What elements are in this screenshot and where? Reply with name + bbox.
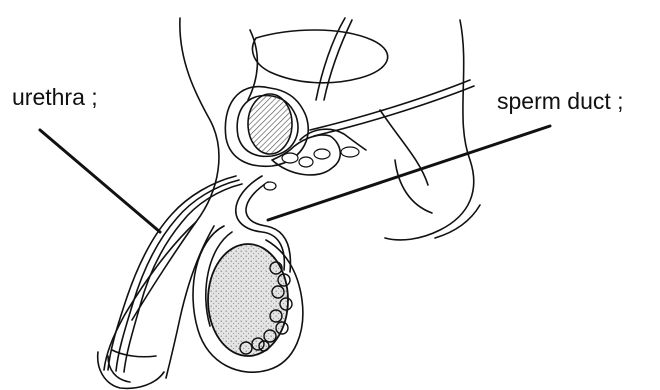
urethra-leader-line (40, 130, 160, 232)
sperm-duct-leader-line (268, 126, 550, 220)
sperm-duct-label: sperm duct ; (497, 90, 624, 113)
back-contour-right (385, 20, 474, 240)
penis-lower (166, 226, 214, 378)
duct-upper-1 (310, 80, 470, 130)
seminal-vesicle (300, 129, 366, 150)
urethra-label: urethra ; (12, 86, 98, 109)
bladder-interior (248, 94, 292, 154)
pelvis-contour (248, 30, 257, 100)
gland-blobs (264, 147, 359, 190)
buttock-contour (435, 205, 480, 238)
testis (208, 244, 288, 356)
bladder-outline (252, 30, 387, 83)
body-outline (132, 18, 219, 320)
